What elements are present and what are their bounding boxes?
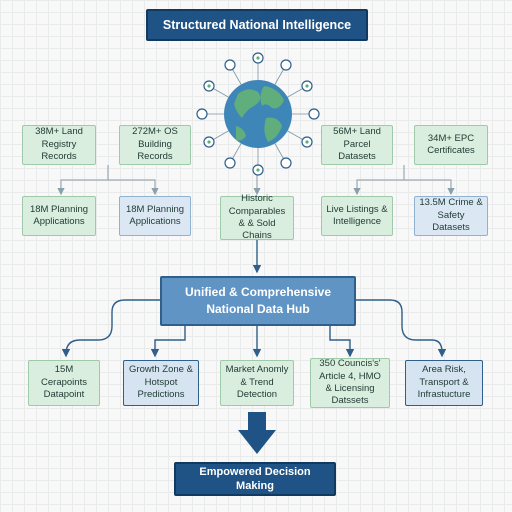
source-live-listings: Live Listings & Intelligence [321,196,393,236]
source-land-parcel: 56M+ Land Parcel Datasets [321,125,393,165]
building-icon [280,59,292,71]
source-crime-safety: 13.5M Crime & Safety Datasets [414,196,488,236]
output-growth-zone: Growth Zone & Hotspot Predictions [123,360,199,406]
shield-icon [224,157,236,169]
clipboard-icon [224,59,236,71]
connector-right-a [353,165,405,196]
connector-left-a [57,165,109,196]
output-council-licensing: 350 Councis's' Article 4, HMO & Licensin… [310,358,390,408]
output-market-anomaly: Market Anomly & Trend Detection [220,360,294,406]
globe-icon [224,80,292,148]
down-arrow-icon [238,412,276,454]
output-area-risk: Area Risk, Transport & Infrastucture [405,360,483,406]
connector-out-2 [150,326,186,358]
house-icon [280,157,292,169]
source-os-building: 272M+ OS Building Records [119,125,191,165]
connector-right-b [404,179,455,196]
footer-decision-making: Empowered Decision Making [174,462,336,496]
national-data-hub: Unified & Comprehensive National Data Hu… [160,276,356,326]
connector-out-4 [329,326,355,358]
search-icon [196,108,208,120]
page-title: Structured National Intelligence [146,9,368,41]
globe-network-graphic [196,52,320,176]
source-epc: 34M+ EPC Certificates [414,125,488,165]
source-historic-comparables: Historic Comparables & & Sold Chains [220,193,294,241]
connector-out-1 [61,299,160,358]
connector-left-b [108,179,159,196]
source-planning-1: 18M Planning Applications [22,196,96,236]
connector-out-5 [356,299,447,358]
output-datapoints: 15M Cerapoints Datapoint [28,360,100,406]
location-pin-icon [308,108,320,120]
source-land-registry: 38M+ Land Registry Records [22,125,96,165]
source-planning-2: 18M Planning Applications [119,196,191,236]
